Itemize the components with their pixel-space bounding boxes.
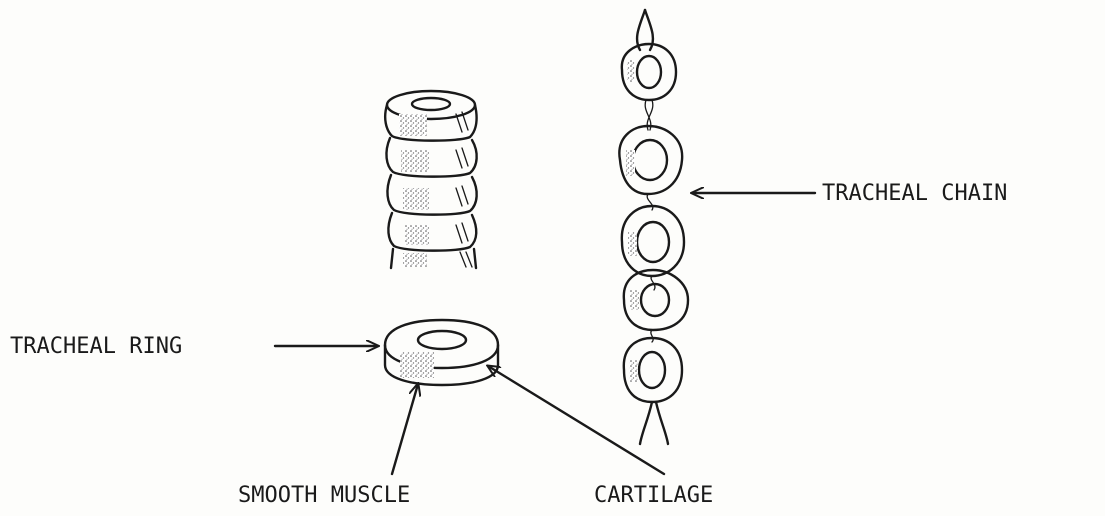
label-smooth-muscle: SMOOTH MUSCLE	[238, 384, 418, 508]
tracheal-chain-text: TRACHEAL CHAIN	[822, 181, 1007, 206]
smooth-muscle-text: SMOOTH MUSCLE	[238, 483, 410, 508]
label-tracheal-ring: TRACHEAL RING	[10, 334, 378, 359]
cartilage-text: CARTILAGE	[594, 483, 713, 508]
tracheal-ring-drawing	[385, 320, 498, 385]
label-tracheal-chain: TRACHEAL CHAIN	[692, 181, 1007, 206]
trachea-segment-drawing	[385, 91, 477, 268]
arrow-to-smooth-muscle	[392, 384, 418, 474]
arrow-to-cartilage	[488, 366, 664, 474]
tracheal-ring-text: TRACHEAL RING	[10, 334, 182, 359]
tracheal-chain-drawing	[619, 10, 688, 444]
